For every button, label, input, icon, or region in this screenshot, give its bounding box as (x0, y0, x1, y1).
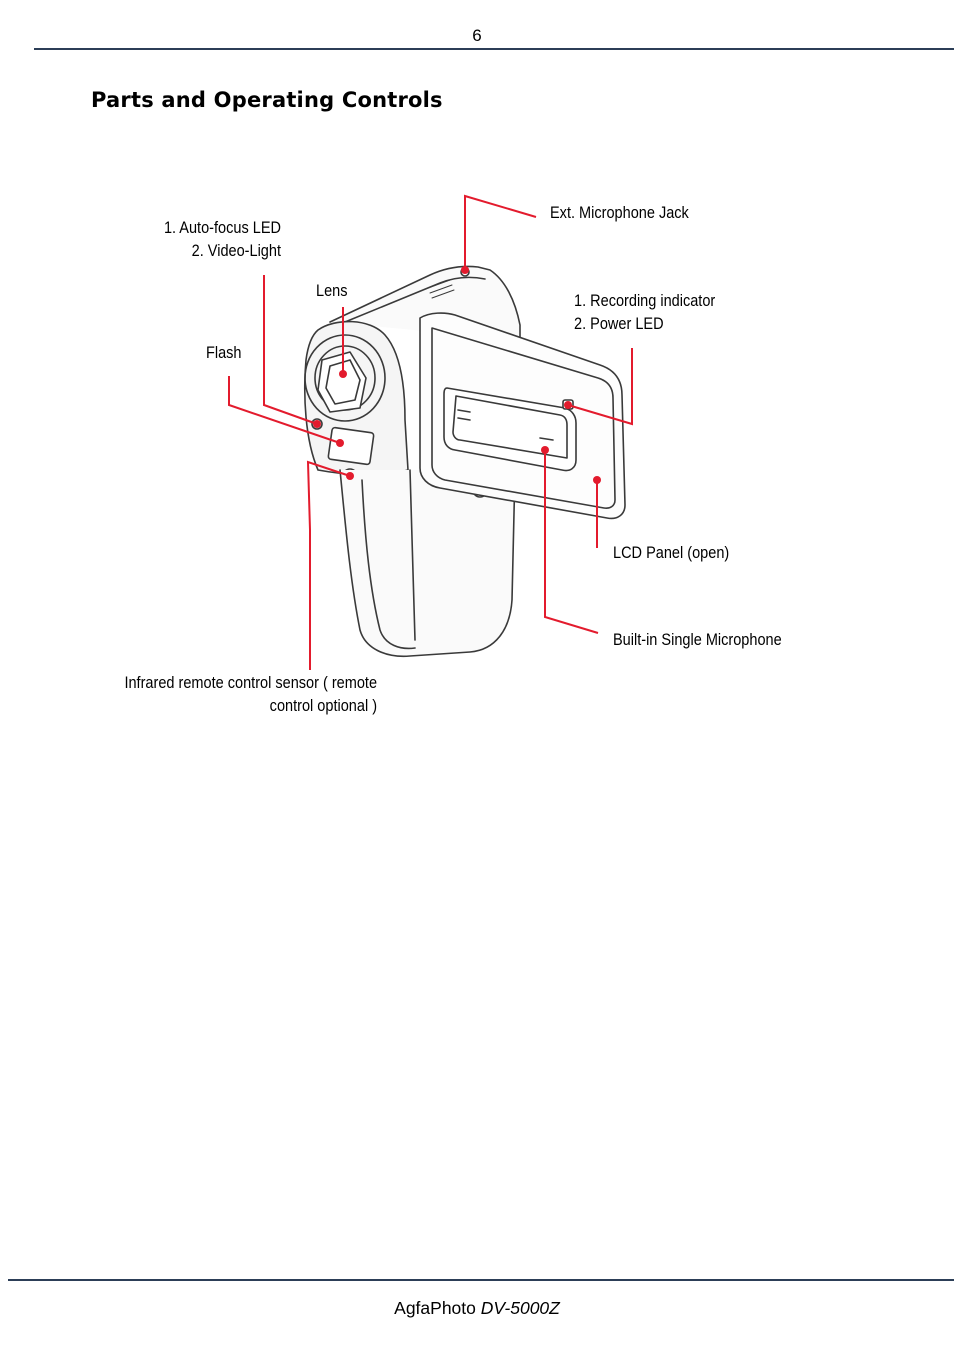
footer-rule (8, 1279, 954, 1281)
flash-window (327, 426, 375, 466)
camera-top-edge (344, 276, 486, 323)
lcd-panel-inner (431, 327, 616, 509)
label-infrared-line1: Infrared remote control sensor ( remote (124, 674, 377, 692)
callout-dot-flash (336, 439, 344, 447)
camera-body (339, 469, 516, 658)
label-lens: Lens (316, 282, 348, 300)
callout-dot-lcd (593, 476, 601, 484)
callout-dot-lens (339, 370, 347, 378)
label-ext-mic: Ext. Microphone Jack (550, 204, 689, 222)
lens-glass-inner (325, 359, 361, 405)
label-infrared-line2: control optional ) (269, 697, 377, 715)
footer-brand: AgfaPhoto (394, 1298, 476, 1318)
label-autofocus-line1: 1. Auto-focus LED (163, 219, 281, 237)
camcorder-diagram (228, 194, 633, 670)
footer: AgfaPhoto DV-5000Z (0, 1298, 954, 1319)
label-recording-line1: 1. Recording indicator (574, 292, 716, 310)
callout-dots (313, 266, 601, 484)
label-lcd-panel: LCD Panel (open) (613, 544, 730, 562)
label-autofocus-led: 1. Auto-focus LED 2. Video-Light (164, 217, 281, 263)
callout-line-recording (567, 348, 633, 426)
callout-line-autofocus (263, 275, 318, 425)
lens-outer-ring (304, 334, 386, 422)
page-title: Parts and Operating Controls (91, 88, 443, 112)
speaker-grille (427, 279, 455, 299)
callout-line-builtin-mic (544, 450, 599, 634)
label-recording-line2: 2. Power LED (574, 315, 664, 333)
callout-lines (228, 194, 633, 670)
label-recording-indicator: 1. Recording indicator 2. Power LED (574, 290, 715, 336)
callout-line-infrared (306, 460, 351, 670)
callout-line-ext-mic (464, 194, 537, 270)
callout-dot-infrared (346, 472, 354, 480)
callout-dot-recording (564, 401, 572, 409)
label-flash: Flash (206, 344, 242, 362)
camera-body-edge (361, 479, 416, 650)
callout-dot-builtin-mic (541, 446, 549, 454)
label-infrared-sensor: Infrared remote control sensor ( remote … (124, 672, 377, 718)
callout-line-flash (228, 376, 341, 444)
callout-dot-ext-mic (461, 266, 469, 274)
body-front-panel (409, 469, 416, 641)
header-rule (34, 48, 954, 50)
label-builtin-mic: Built-in Single Microphone (613, 631, 782, 649)
footer-model: DV-5000Z (480, 1298, 560, 1318)
callout-dot-autofocus (313, 420, 321, 428)
page-number: 6 (472, 26, 482, 45)
label-autofocus-line2: 2. Video-Light (191, 242, 281, 260)
